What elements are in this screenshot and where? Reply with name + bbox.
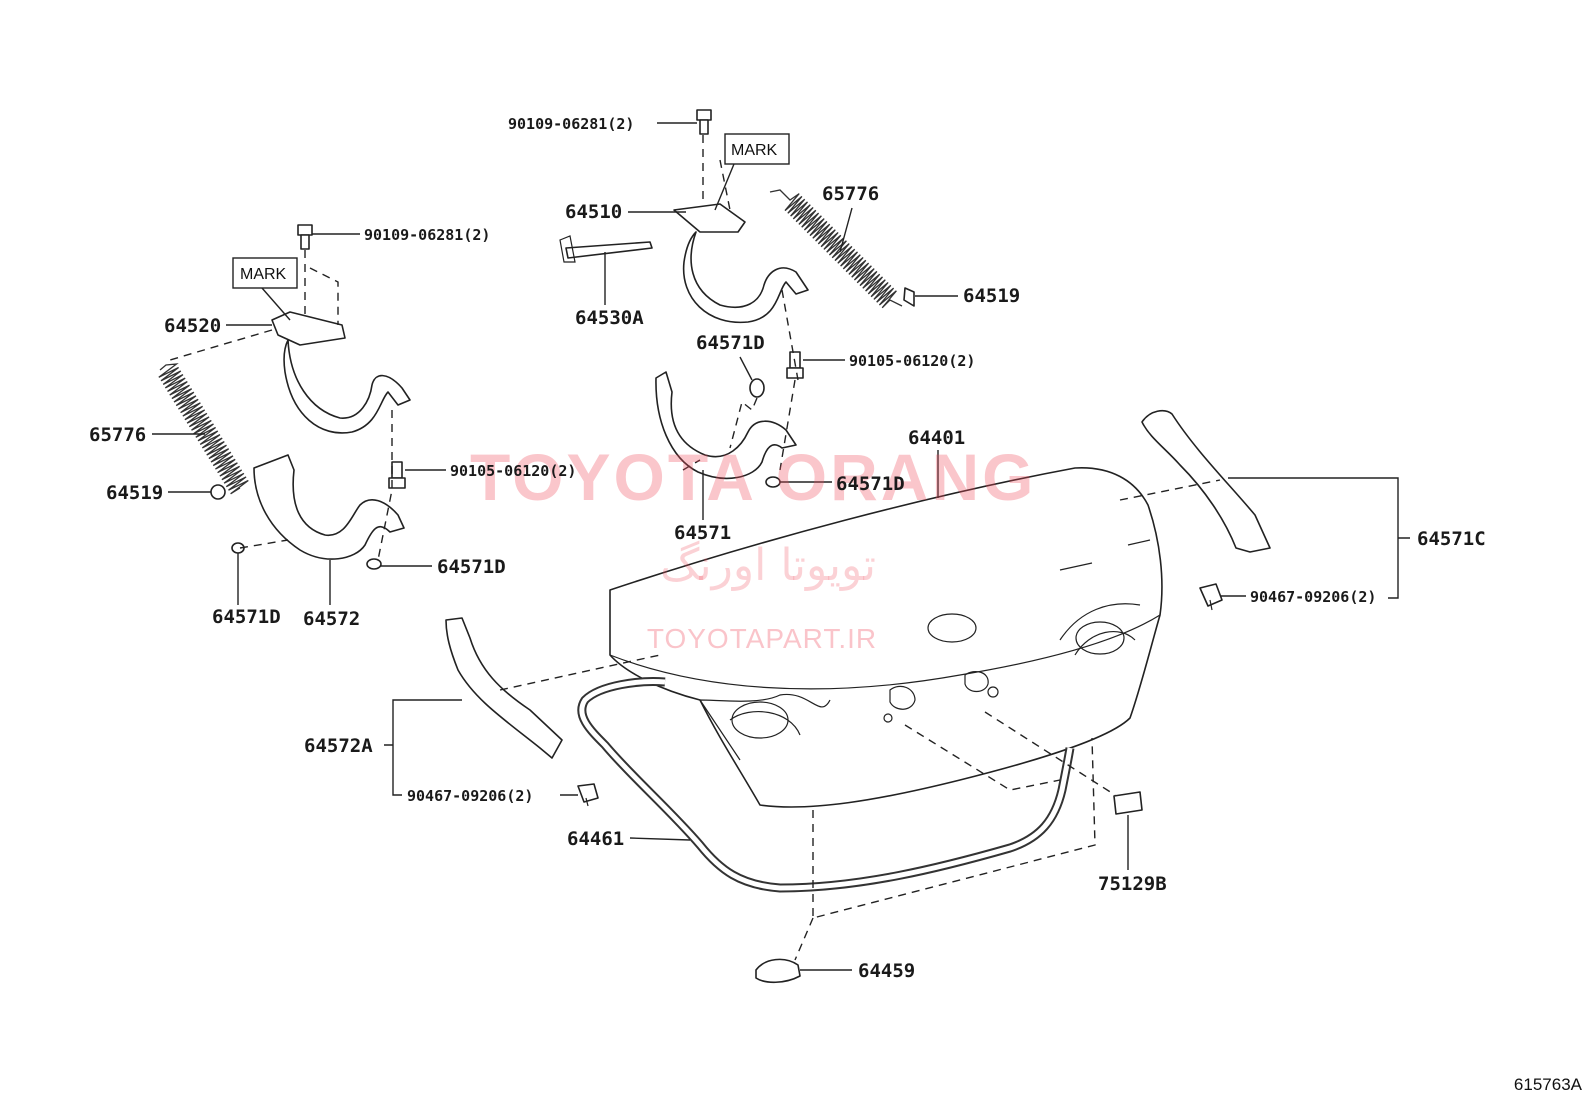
bumper-icon xyxy=(755,958,801,984)
bush-icon xyxy=(903,287,915,307)
callout-bolt-mid-left[interactable]: 90105-06120(2) xyxy=(450,462,576,480)
callout-grommet-lower-center[interactable]: 64571D xyxy=(836,473,905,495)
callout-bolt-top-left[interactable]: 90109-06281(2) xyxy=(364,226,490,244)
watermark-brand: TOYOTA ORANG xyxy=(470,440,1036,514)
right-side-cover-part[interactable] xyxy=(1141,409,1271,553)
callout-hinge-left[interactable]: 64520 xyxy=(164,315,221,337)
left-hinge-part[interactable] xyxy=(271,311,411,434)
cushion-icon xyxy=(1113,791,1143,815)
grommet-icon xyxy=(366,558,382,570)
figure-reference: 615763A xyxy=(1514,1075,1583,1094)
callout-clip-left[interactable]: 90467-09206(2) xyxy=(407,787,533,805)
callout-bush-left-spring[interactable]: 64519 xyxy=(106,482,163,504)
svg-text:MARK: MARK xyxy=(731,142,778,159)
mark-box-center: MARK xyxy=(724,133,790,165)
part-number-labels: 90109-06281(2) 64510 65776 64530A 64519 … xyxy=(89,115,1486,982)
bush-icon xyxy=(210,484,226,500)
right-torsion-spring-part[interactable] xyxy=(769,189,903,309)
callout-bush-right-spring[interactable]: 64519 xyxy=(963,285,1020,307)
grommet-icon xyxy=(749,378,765,398)
left-hinge-cover-part[interactable] xyxy=(253,454,405,560)
callout-cover-left[interactable]: 64572 xyxy=(303,608,360,630)
callout-bolt-mid-center[interactable]: 90105-06120(2) xyxy=(849,352,975,370)
mark-box-left: MARK xyxy=(232,257,298,289)
callout-hinge-right[interactable]: 64510 xyxy=(565,201,622,223)
svg-text:MARK: MARK xyxy=(240,266,287,283)
bolt-icon xyxy=(297,224,313,250)
weatherstrip-part[interactable] xyxy=(577,677,1075,893)
watermark-url: TOYOTAPART.IR xyxy=(647,623,877,654)
callout-cover-lower-left[interactable]: 64572A xyxy=(304,735,373,757)
torsion-rod-part[interactable] xyxy=(559,235,653,263)
callout-cover-center[interactable]: 64571 xyxy=(674,522,731,544)
watermark-brand-fa: تویوتا اورنگ xyxy=(660,540,876,591)
callout-lid[interactable]: 64401 xyxy=(908,427,965,449)
callout-cushion[interactable]: 75129B xyxy=(1098,873,1167,895)
callout-cover-right[interactable]: 64571C xyxy=(1417,528,1486,550)
right-hinge-part[interactable] xyxy=(673,203,809,324)
callout-bumper[interactable]: 64459 xyxy=(858,960,915,982)
callout-bolt-top-center[interactable]: 90109-06281(2) xyxy=(508,115,634,133)
callout-weatherstrip[interactable]: 64461 xyxy=(567,828,624,850)
trunk-lid-part[interactable] xyxy=(609,467,1163,808)
assembly-dashed-lines xyxy=(169,135,1221,961)
callout-spring-right[interactable]: 65776 xyxy=(822,183,879,205)
callout-grommet-left-right[interactable]: 64571D xyxy=(437,556,506,578)
callout-spring-left[interactable]: 65776 xyxy=(89,424,146,446)
watermark: TOYOTA ORANG تویوتا اورنگ TOYOTAPART.IR xyxy=(470,440,1036,654)
callout-clip-right[interactable]: 90467-09206(2) xyxy=(1250,588,1376,606)
callout-grommet-upper-center[interactable]: 64571D xyxy=(696,332,765,354)
left-torsion-spring-part[interactable] xyxy=(158,363,249,495)
lower-left-side-cover-part[interactable] xyxy=(445,617,563,759)
clip-icon xyxy=(577,783,599,807)
leader-lines xyxy=(152,122,1410,971)
clip-icon xyxy=(1199,583,1223,611)
bolt-icon xyxy=(696,109,712,135)
callout-grommet-left-bottom[interactable]: 64571D xyxy=(212,606,281,628)
callout-rod[interactable]: 64530A xyxy=(575,307,644,329)
center-hinge-cover-part[interactable] xyxy=(655,371,797,480)
